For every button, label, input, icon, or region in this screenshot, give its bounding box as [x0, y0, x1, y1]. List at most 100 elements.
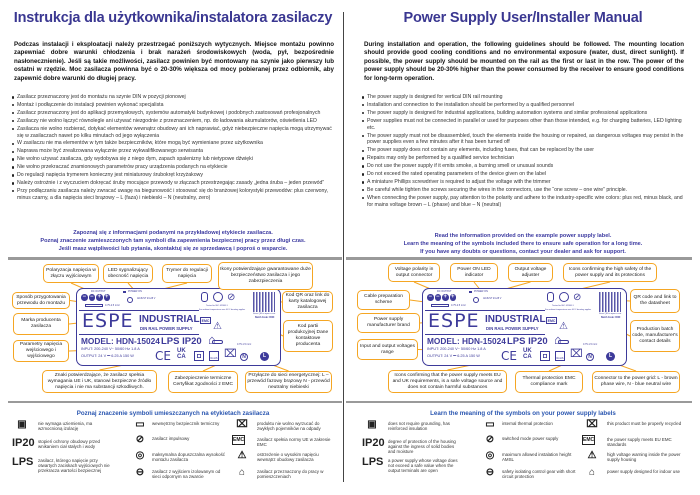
ce-mark: CE: [155, 349, 171, 363]
wire-section-text: 0.75-2.5 mm²: [105, 304, 120, 307]
symbol-description: power supply designed for indoor use: [607, 469, 680, 474]
ac-wire-text: 0.75-1.5 mm²: [237, 343, 252, 346]
isolating-transformer-icon: ⊖: [485, 467, 495, 478]
double-insulation-icon: [540, 351, 550, 361]
input-text: INPUT: 200-240 V~ 50/60 Hz 1.8 A: [427, 347, 486, 351]
symbol-description: nie wymaga uziemienia, ma wzmocnioną izo…: [38, 421, 93, 432]
input-text: INPUT: 200-240 V~ 50/60 Hz 1.8 A: [81, 347, 140, 351]
guideline-item: The power supply must not be disassemble…: [362, 133, 687, 147]
guideline-item: Power supplies must not be connected in …: [362, 118, 687, 132]
dc-output-text: DC OUTPUT: [91, 290, 106, 293]
callout-box: Input and output voltages range: [357, 339, 418, 360]
callout-box: Kod QR oraz link do karty katalogowej za…: [282, 291, 333, 313]
symbol-description: does not require grounding, has reinforc…: [388, 421, 451, 432]
adjust-text: ADJUST 23-28 V: [483, 297, 502, 300]
guideline-item: Montaż i podłączenie do instalacji powin…: [12, 102, 337, 109]
guideline-item: Zasilaczy nie wolno łączyć równolegle an…: [12, 118, 337, 125]
indoor-use-icon: ⌂: [588, 467, 596, 478]
weee-bin-icon: ⌧: [236, 419, 248, 430]
symbol-description: produktu nie wolno wyrzucać do zwykłych …: [257, 421, 321, 432]
guideline-item: Do regulacji napięcia trymerem konieczny…: [12, 172, 337, 179]
thermal-fuse-icon: ▭: [135, 419, 145, 430]
symbols-title: Poznaj znaczenie symboli umieszczanych n…: [76, 410, 270, 417]
isolating-transformer-icon: [547, 292, 554, 302]
ip20-icon: IP20: [362, 437, 385, 449]
lps-ip20-text: LPS IP20: [507, 336, 548, 347]
symbol-description: zasilacz impulsowy: [152, 436, 190, 441]
symbol-description: internal thermal protection: [502, 421, 553, 426]
isolating-transformer-icon: [201, 292, 208, 302]
ac-wire-text: 0.75-1.5 mm²: [583, 343, 598, 346]
callout-box: Ikony potwierdzające gwarantowane duże b…: [218, 262, 313, 290]
led-indicator-icon: [469, 291, 472, 293]
symbol-description: maksymalna dopuszczalna wysokość montażu…: [152, 452, 225, 463]
emc-icon: EMC: [546, 317, 557, 324]
power-on-text: POWER ON: [474, 290, 488, 293]
industrial-text: INDUSTRIAL: [139, 314, 200, 325]
callout-box: Marka producenta zasilacza: [13, 313, 69, 335]
trimmer-icon: [473, 297, 479, 303]
symbol-description: switched mode power supply: [502, 436, 559, 441]
weee-bin-icon: ⌧: [570, 348, 583, 360]
callout-box: QR code and link to the datasheet: [630, 289, 680, 313]
high-voltage-warning-icon: ⚠: [237, 450, 247, 461]
brand-logo: ESPE: [428, 310, 480, 332]
qr-code: [599, 292, 621, 312]
wire-strip-icon: [85, 304, 103, 307]
guideline-item: Do not exceed the rated operating parame…: [362, 171, 687, 178]
dc-output-text: DC OUTPUT: [437, 290, 452, 293]
scan-qr-text: Scan QR to open e-cat: [253, 313, 276, 315]
callout-box: Kod partii produkcyjnej Dane kontaktowe …: [283, 320, 333, 352]
altitude-icon: [213, 292, 223, 302]
symbol-description: a power supply whose voltage does not ex…: [388, 458, 458, 474]
house-icon: ⌂: [554, 332, 562, 347]
symbol-description: maximum allowed instalation height AMSL: [502, 452, 572, 463]
subtitle-text: DIN RAIL POWER SUPPLY: [140, 326, 193, 331]
polarity-minus-icon: −: [88, 294, 95, 301]
callout-box: Przyłącze do sieci energetycznej: L – pr…: [245, 371, 332, 393]
power-on-text: POWER ON: [128, 290, 142, 293]
divider: [79, 310, 199, 311]
polarity-minus-icon: −: [434, 294, 441, 301]
guideline-item: Zasilacz przeznaczony jest do montażu na…: [12, 94, 337, 101]
label-info-note: If you have any doubts or questions, con…: [420, 249, 626, 255]
callout-box: Znaki potwierdzające, że zasilacz spełni…: [42, 370, 157, 393]
double-insulation-icon: ▣: [367, 419, 377, 430]
callout-box: Power ON LED indicator: [450, 263, 498, 282]
lps-icon: LPS: [12, 456, 34, 468]
section-divider: [346, 401, 692, 403]
callout-box: Icons confirming the high safety of the …: [563, 263, 657, 282]
subtitle-text: DIN RAIL POWER SUPPLY: [486, 326, 539, 331]
callout-box: Production batch code, manufacturer's co…: [630, 320, 680, 352]
symbol-description: zasilacz z wyjściem izolowanym od sieci …: [152, 469, 221, 480]
trimmer-icon: [127, 297, 133, 303]
guideline-item: Naprawa może być zrealizowana wyłącznie …: [12, 148, 337, 155]
high-voltage-warning-icon: ⚠: [559, 321, 568, 332]
tested-text: Tested to IEC 62368-1: [552, 305, 574, 307]
guideline-item: Repairs may only be performed by a quali…: [362, 155, 687, 162]
callout-box: Polaryzacja napięcia w złączu wyjściowym: [43, 264, 99, 283]
ukca-mark: UK CA: [523, 348, 532, 360]
callout-box: LED sygnalizujący obecność napięcia: [103, 264, 153, 283]
switched-mode-icon: ⊘: [227, 292, 236, 303]
label-info-note: Zapoznaj się z informacjami podanymi na …: [73, 230, 273, 236]
label-info-note: Jeśli masz wątpliwości lub pytania, skon…: [58, 246, 288, 252]
isolating-transformer-icon: ⊖: [135, 467, 145, 478]
polarity-plus-icon: +: [442, 294, 449, 301]
section-divider: [8, 401, 342, 403]
high-voltage-warning-icon: ⚠: [587, 450, 597, 461]
derating-text: For ambient temperature over 40°C derati…: [545, 309, 592, 311]
callout-box: Icons confirming that the power supply m…: [388, 370, 507, 393]
indoor-use-icon: ⌂: [238, 467, 246, 478]
symbol-description: zasilacz przeznaczony do pracy w pomiesz…: [257, 469, 324, 480]
guideline-item: The power supply does not contain any el…: [362, 147, 687, 154]
symbol-description: high voltage warning inside the power su…: [607, 452, 681, 463]
label-info-note: Learn the meaning of the symbols include…: [403, 241, 643, 247]
line-terminal: L: [606, 352, 615, 361]
polarity-plus-icon: +: [449, 294, 456, 301]
switched-mode-icon: ⊘: [573, 292, 582, 303]
guideline-item: Nie wolno używać zasilacza, gdy wydobywa…: [12, 156, 337, 163]
guideline-item: Należy ostrożnie i z wyczuciem dokręcać …: [12, 180, 337, 187]
lps-ip20-text: LPS IP20: [161, 336, 202, 347]
